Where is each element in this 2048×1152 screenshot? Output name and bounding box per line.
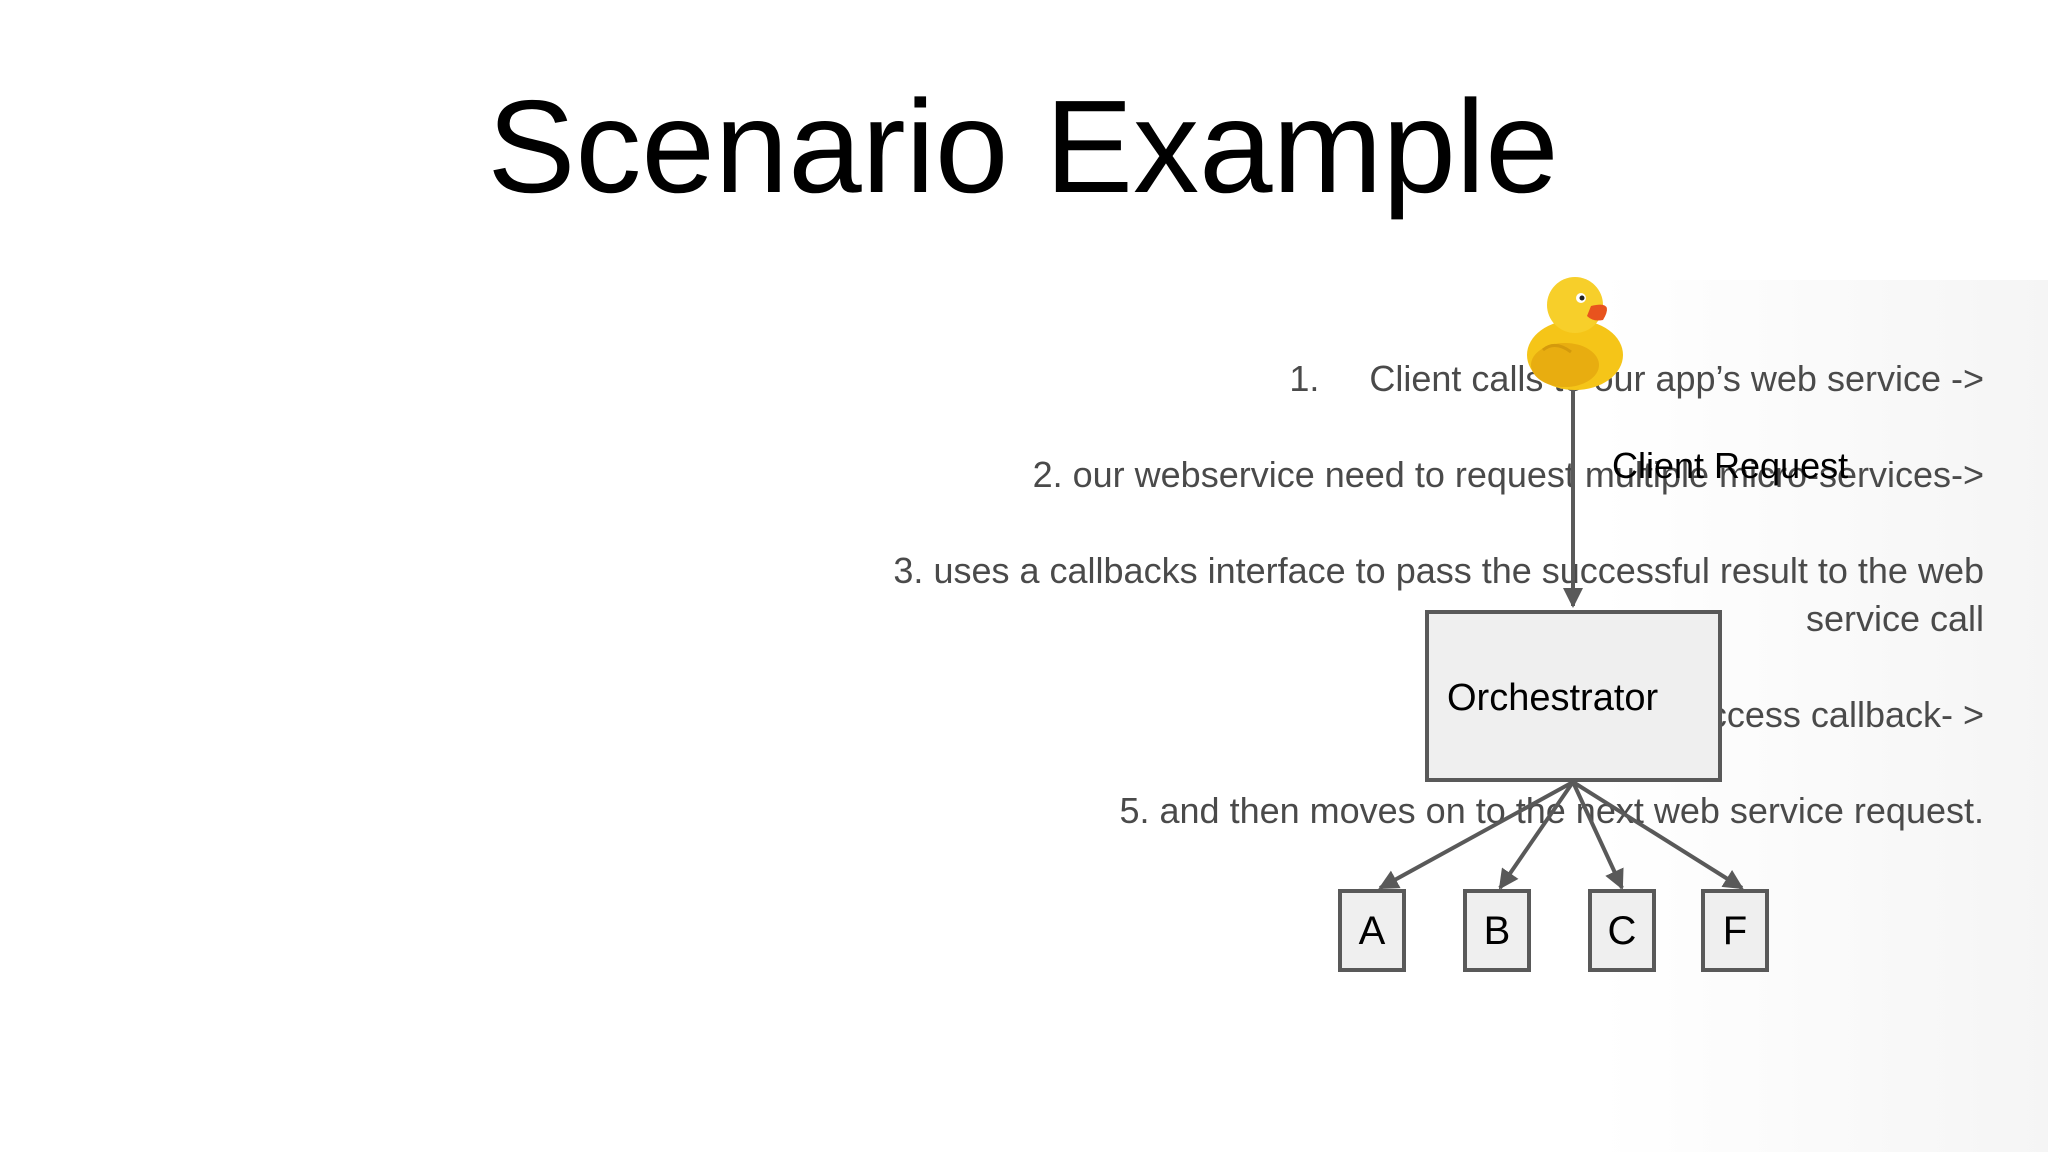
service-box-c — [1588, 889, 1656, 972]
arrow-to-service-c — [1571, 781, 1624, 890]
service-label-f: F — [1723, 909, 1747, 953]
step-text: Client calls to our app’s web service -> — [1369, 358, 1984, 399]
service-label-c: C — [1608, 909, 1637, 953]
step-number: 2. — [1032, 454, 1063, 495]
step-text: uses a callbacks interface to pass the s… — [933, 550, 1984, 639]
service-box-f — [1701, 889, 1769, 972]
orchestrator-box — [1425, 610, 1722, 782]
arrow-to-service-a — [1378, 780, 1574, 890]
step-number: 5. — [1119, 790, 1150, 831]
rubber-duck-icon — [1527, 277, 1623, 390]
client-request-label: Client Request — [1612, 445, 1848, 486]
step-text: and then moves on to the next web servic… — [1159, 790, 1984, 831]
step-item: 3. uses a callbacks interface to pass th… — [820, 547, 1984, 643]
step-item: 5. and then moves on to the next web ser… — [820, 787, 1984, 835]
arrow-to-service-f — [1571, 780, 1744, 890]
step-number: 1. — [1289, 358, 1320, 399]
service-box-b — [1463, 889, 1531, 972]
step-item: 1. Client calls to our app’s web service … — [820, 355, 1984, 403]
slide-title: Scenario Example — [487, 73, 1559, 220]
service-label-b: B — [1484, 909, 1511, 953]
step-item: 2. our webservice need to request multip… — [820, 451, 1984, 499]
service-box-a — [1338, 889, 1406, 972]
step-number: 3. — [893, 550, 924, 591]
step-text: our webservice need to request multiple … — [1072, 454, 1984, 495]
arrow-to-service-b — [1498, 780, 1575, 890]
orchestrator-label: Orchestrator — [1447, 677, 1659, 719]
service-label-a: A — [1359, 909, 1386, 953]
